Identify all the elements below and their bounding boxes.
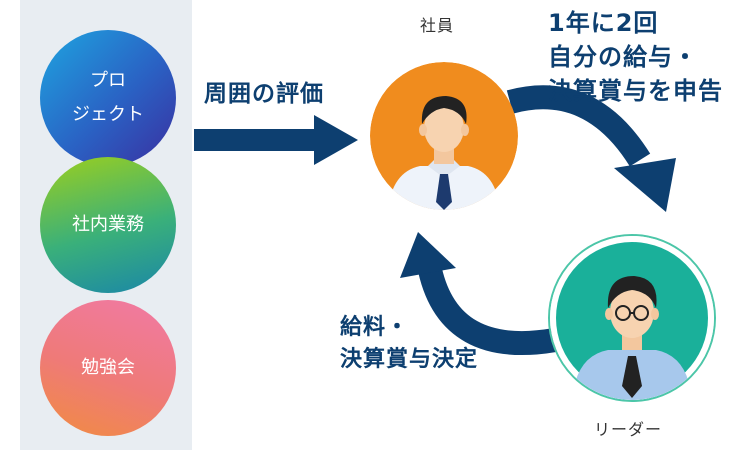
study-session-circle: 勉強会 (40, 300, 176, 436)
leader-avatar (548, 234, 716, 402)
evaluation-label: 周囲の評価 (204, 81, 324, 107)
project-label: プロ ジェクト (72, 70, 144, 125)
internal-work-circle: 社内業務 (40, 157, 176, 293)
study-session-label: 勉強会 (81, 357, 135, 378)
self-report-label: 1年に2回 自分の給与・ 決算賞与を申告 (548, 9, 723, 105)
decision-arrow (400, 232, 558, 355)
internal-work-label: 社内業務 (72, 214, 144, 235)
employee-avatar (370, 62, 518, 210)
project-circle: プロ ジェクト (40, 30, 176, 166)
leader-label: リーダー (594, 420, 663, 439)
decision-label: 給料・ 決算賞与決定 (340, 315, 479, 372)
employee-label: 社員 (420, 16, 455, 35)
self-report-arrow (506, 85, 676, 212)
evaluation-arrow (194, 115, 358, 165)
